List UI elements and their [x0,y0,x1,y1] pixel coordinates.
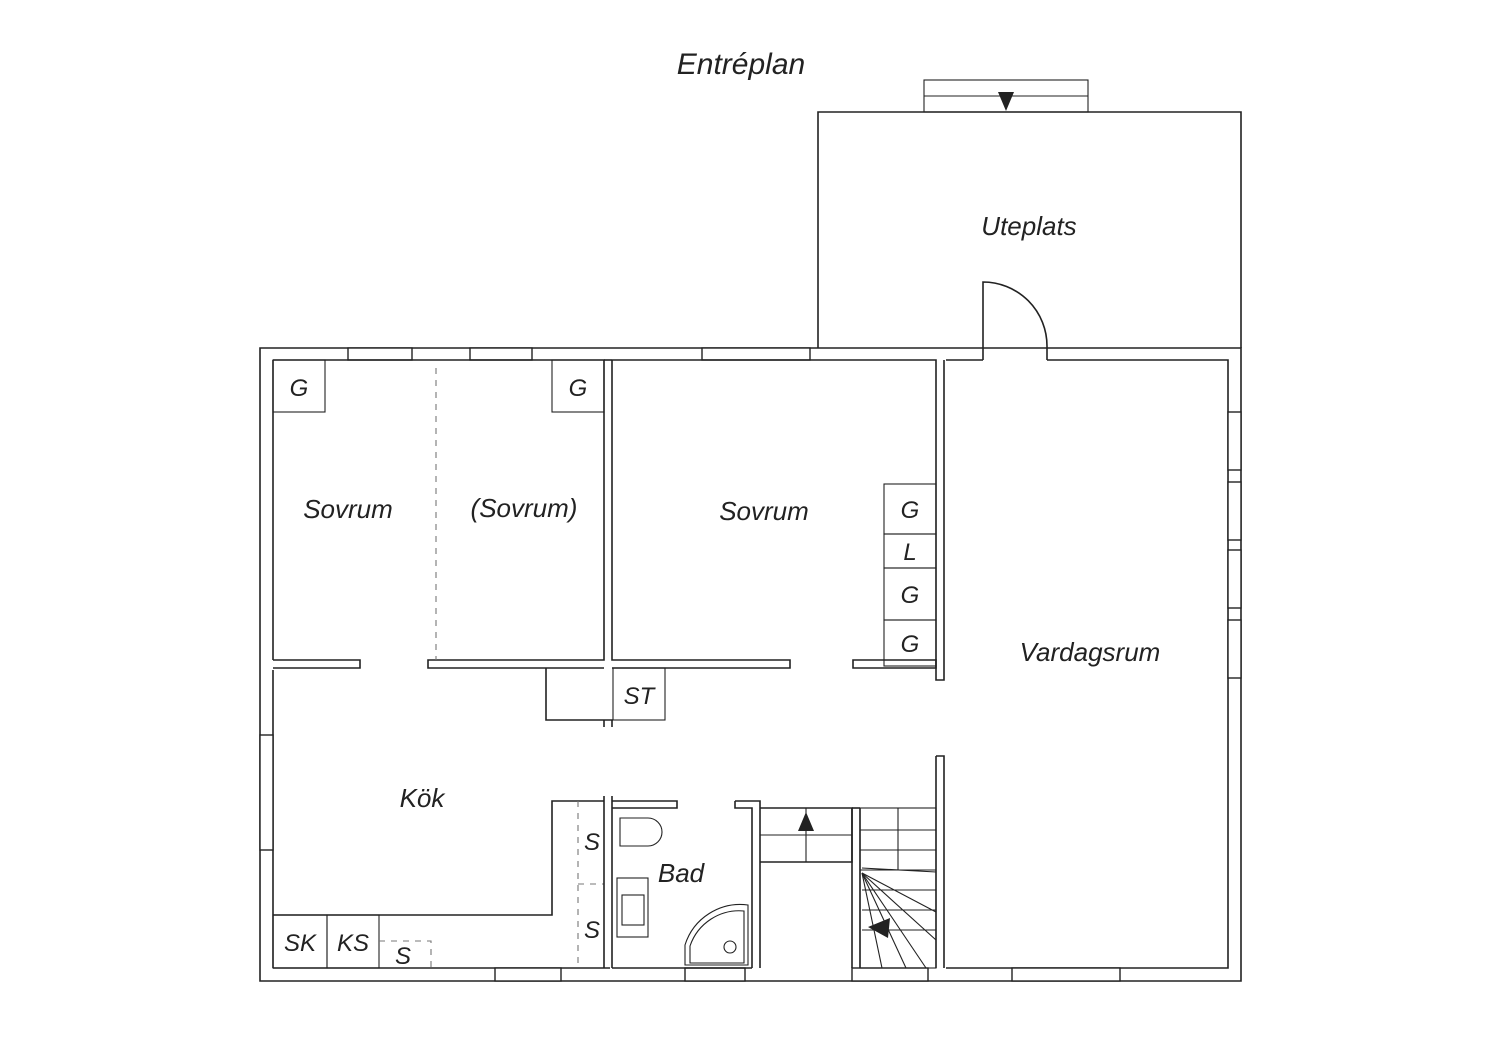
room-label-bad: Bad [658,858,706,888]
room-label-vardagsrum: Vardagsrum [1020,637,1161,667]
fixture-label-l1: L [903,539,916,566]
patio [817,79,1242,360]
fixture-label-s2: S [584,917,600,944]
fixture-label-ks: KS [337,930,369,957]
room-label-sovrum-1: Sovrum [303,494,393,524]
bedroom-east [604,359,945,681]
fixture-label-sk: SK [284,930,317,957]
bathroom [603,796,761,969]
fixture-label-g5: G [901,631,920,658]
plan-title: Entréplan [677,48,805,81]
sink-icon [616,877,649,938]
entrance-arrow-icon [998,92,1014,111]
room-label-uteplats: Uteplats [981,211,1076,241]
stair-up-arrow-icon [798,812,814,831]
bedrooms-west [272,359,605,669]
kitchen-counters [272,800,604,969]
hall-storage [545,667,666,727]
fixture-label-s1: S [584,829,600,856]
room-label-kok: Kök [400,783,447,813]
windows [259,347,1242,982]
fixture-label-g4: G [901,582,920,609]
staircase [760,807,937,969]
fixture-label-g1: G [290,375,309,402]
fixture-label-g2: G [569,375,588,402]
fixture-label-st: ST [624,683,657,710]
room-label-sovrum-3: Sovrum [719,496,809,526]
room-label-sovrum-2: (Sovrum) [471,493,578,523]
living-room-wall [935,755,945,968]
fixture-label-g3: G [901,497,920,524]
stair-down-arrow-icon [868,918,890,938]
fixture-label-s3: S [395,943,411,970]
toilet-icon [619,817,663,847]
shower-icon [684,903,749,966]
